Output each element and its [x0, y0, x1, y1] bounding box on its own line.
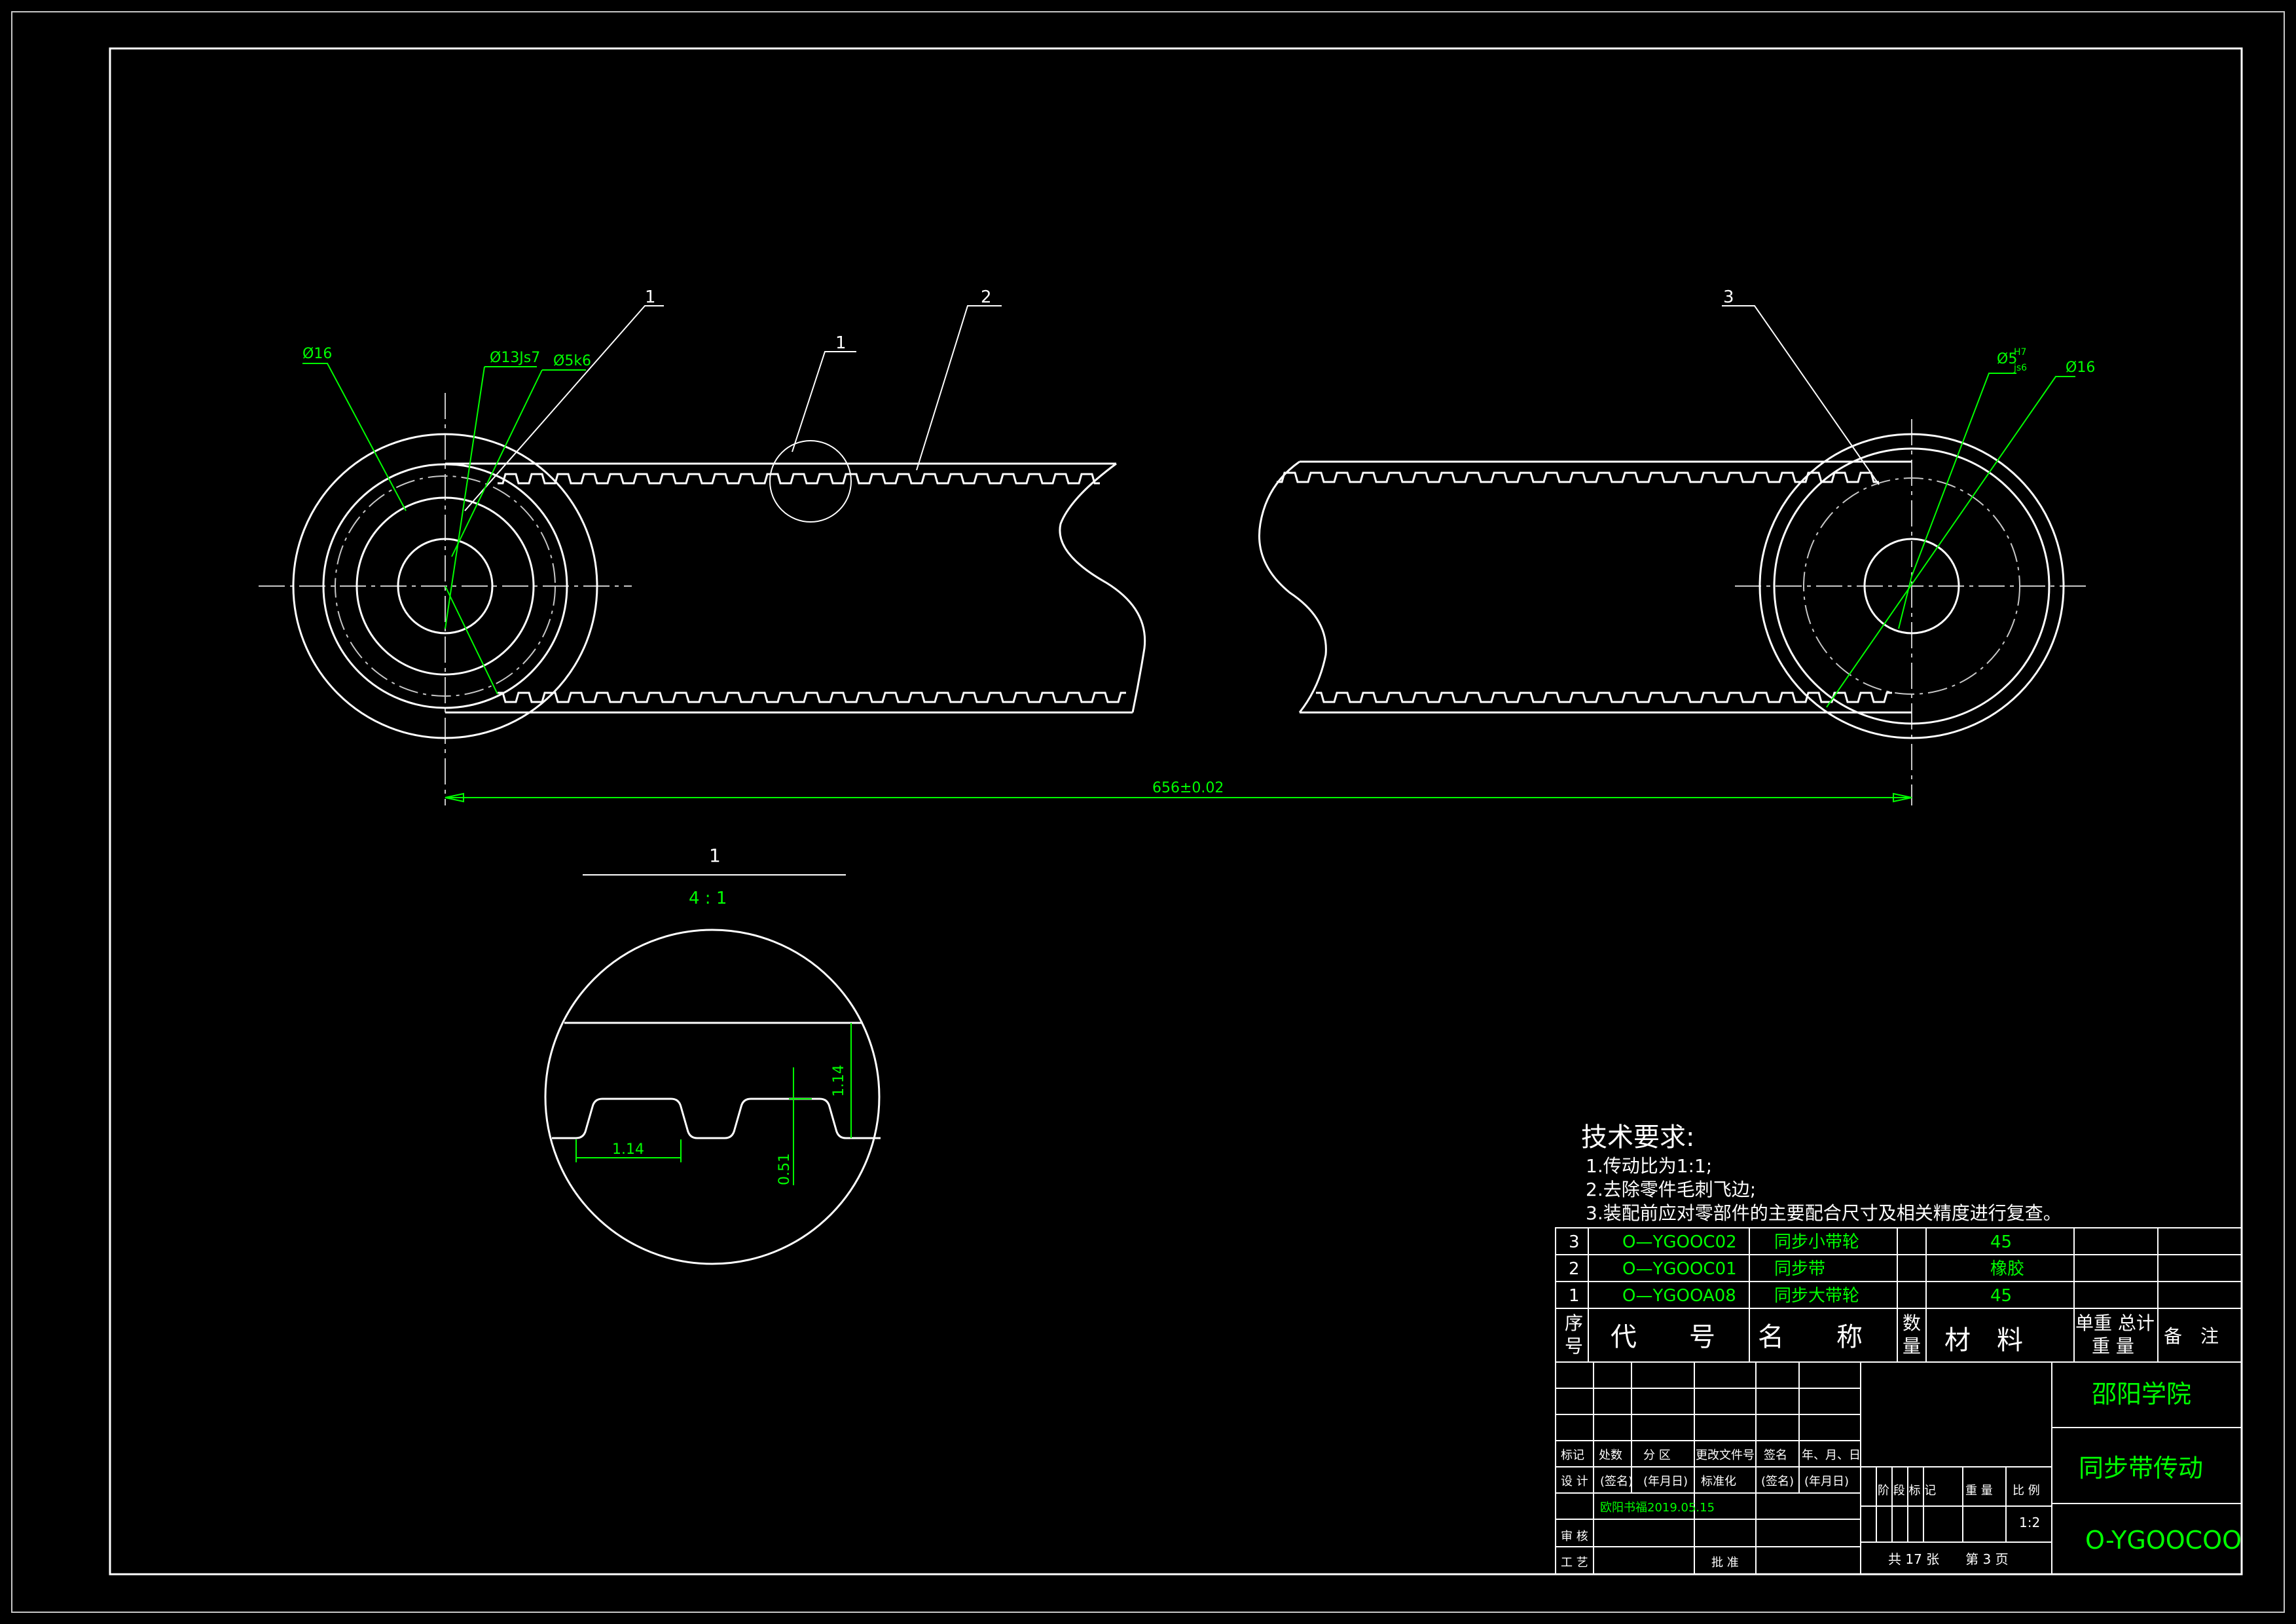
tb-sheets: 共 17 张 第 3 页: [1888, 1551, 2009, 1567]
tb-scale-label: 比 例: [2013, 1484, 2040, 1498]
detail-scale: 4 : 1: [689, 889, 727, 908]
tb-design-date: 2019.05.15: [1647, 1501, 1715, 1515]
inner-border: [109, 47, 2243, 1576]
tb-scale: 1:2: [2019, 1515, 2040, 1530]
tb-design: 设 计: [1561, 1475, 1588, 1488]
bom-row-name: 同步小带轮: [1774, 1232, 1859, 1252]
detail-view: [544, 874, 881, 1265]
bom-rows: 3 O—YGOOC02 同步小带轮 45 2 O—YGOOC01 同步带 橡胶 1 O—YGOOA…: [1569, 1232, 2024, 1306]
bom-header-code: 代 号: [1611, 1322, 1715, 1352]
bom-header-remark: 备 注: [2164, 1325, 2219, 1347]
tb-sign: 签名: [1764, 1449, 1787, 1462]
tb-approve: 批 准: [1711, 1556, 1739, 1570]
bom-row-no: 1: [1569, 1286, 1580, 1306]
tb-date-paren: (年月日): [1643, 1475, 1688, 1488]
tb-weight: 重 量: [1965, 1484, 1993, 1498]
title-block-grid: [1555, 1361, 2242, 1575]
balloon-3: 3: [1723, 287, 1734, 307]
bom-row-code: O—YGOOA08: [1622, 1286, 1736, 1306]
right-dimension-leaders: [1826, 373, 2075, 708]
bom-header-weight-b: 重 量: [2092, 1335, 2134, 1357]
detail-tooth-depth: 0.51: [776, 1153, 793, 1185]
tb-sign-paren: (签名): [1600, 1475, 1633, 1488]
belt-left: [445, 462, 1146, 714]
bom-row-material: 45: [1990, 1232, 2012, 1252]
bom-row-code: O—YGOOC01: [1622, 1259, 1737, 1279]
left-dimension-leaders: [302, 363, 586, 695]
bom-header-qty-b: 量: [1903, 1335, 1921, 1357]
bom-row-name: 同步大带轮: [1774, 1286, 1859, 1306]
tb-date-paren-2: (年月日): [1804, 1475, 1849, 1488]
belt-right: [1258, 460, 1912, 714]
leader-lines: [464, 305, 1880, 511]
tb-drawing-name: 同步带传动: [2079, 1454, 2203, 1483]
dim-center-distance: 656±0.02: [1152, 780, 1224, 796]
tb-school: 邵阳学院: [2092, 1380, 2191, 1409]
dim-left-d13: Ø13Js7: [490, 350, 540, 366]
tb-sign-paren-2: (签名): [1761, 1475, 1794, 1488]
dim-right-d5: Ø5: [1997, 351, 2017, 367]
bom-header-no-b: 号: [1565, 1335, 1583, 1357]
detail-marker-circle: [769, 440, 852, 523]
right-pulley: [1735, 419, 2088, 805]
tech-item-3: 3.装配前应对零部件的主要配合尺寸及相关精度进行复查。: [1586, 1202, 2062, 1224]
tb-review: 审 核: [1561, 1530, 1588, 1543]
balloon-1: 1: [645, 287, 656, 307]
tb-count: 处数: [1599, 1449, 1622, 1462]
bom-header-weight-a: 单重 总计: [2075, 1312, 2155, 1334]
tb-drawing-no: O-YGOOCOO: [2085, 1526, 2242, 1555]
detail-ref-balloon: 1: [835, 333, 847, 353]
left-pulley: [259, 393, 632, 805]
tb-process: 工 艺: [1561, 1556, 1588, 1570]
center-distance-dimension: [445, 792, 1912, 803]
bom-row-material: 橡胶: [1990, 1259, 2024, 1279]
tb-zone: 分 区: [1643, 1449, 1671, 1462]
detail-pitch: 1.14: [612, 1141, 644, 1158]
dim-left-d16: Ø16: [302, 346, 332, 362]
dim-right-d5-lower: js6: [2013, 363, 2027, 373]
tb-designer: 欧阳书福: [1600, 1501, 1647, 1515]
detail-thickness: 1.14: [831, 1065, 847, 1097]
detail-title: 1: [709, 845, 721, 866]
tb-standard: 标准化: [1701, 1475, 1736, 1488]
bom-header-material: 材 料: [1944, 1325, 2023, 1356]
bom-row-no: 2: [1569, 1259, 1580, 1279]
balloon-2: 2: [981, 287, 992, 307]
tb-stage: 阶 段 标 记: [1878, 1484, 1936, 1498]
bom-row-name: 同步带: [1774, 1259, 1825, 1279]
bom-row-material: 45: [1990, 1286, 2012, 1306]
bom-row-no: 3: [1569, 1232, 1580, 1252]
dim-right-d5-upper: H7: [2014, 347, 2026, 358]
outer-border: [11, 11, 2285, 1613]
tb-date: 年、月、日: [1802, 1449, 1861, 1462]
tech-item-2: 2.去除零件毛刺飞边;: [1586, 1179, 1756, 1200]
tb-change-doc: 更改文件号: [1696, 1449, 1755, 1462]
tech-item-1: 1.传动比为1:1;: [1586, 1155, 1712, 1177]
bom-header-no-a: 序: [1565, 1312, 1583, 1334]
dim-right-d16: Ø16: [2066, 360, 2095, 376]
bom-row-code: O—YGOOC02: [1622, 1232, 1737, 1252]
dim-left-d5: Ø5k6: [553, 353, 591, 369]
bom-header-name: 名 称: [1758, 1322, 1863, 1352]
tb-mark: 标记: [1561, 1449, 1584, 1462]
bom-header-qty-a: 数: [1903, 1312, 1921, 1334]
tech-title: 技术要求:: [1581, 1122, 1694, 1153]
